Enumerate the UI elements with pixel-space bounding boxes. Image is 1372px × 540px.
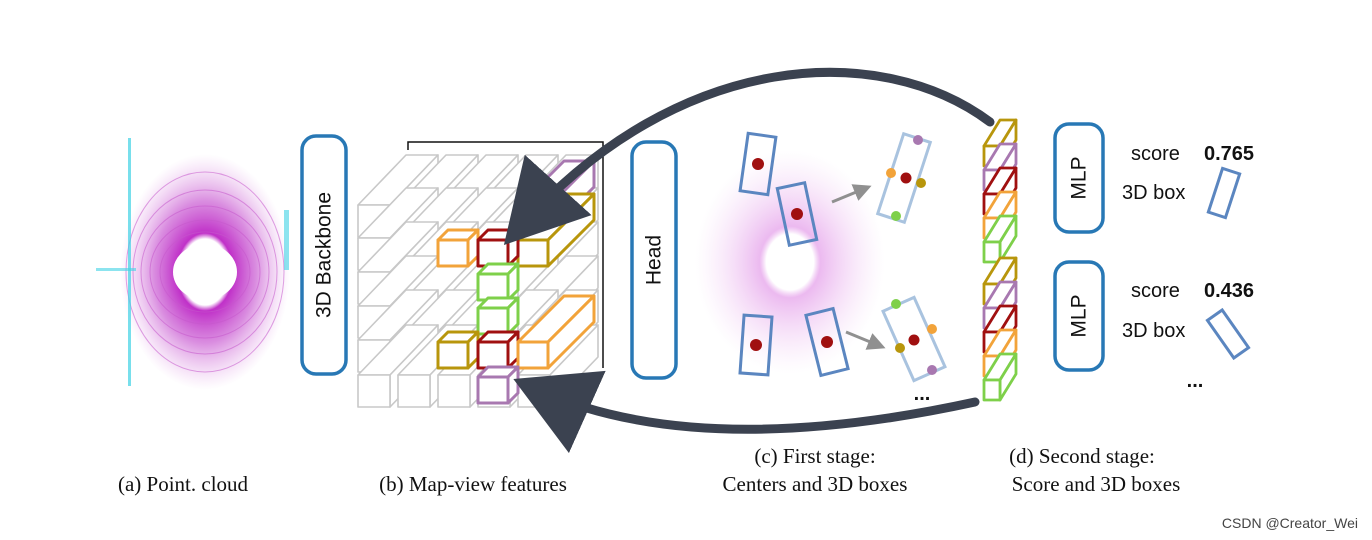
center-point	[908, 334, 920, 346]
feature-bracket	[407, 141, 604, 368]
center-point	[791, 208, 803, 220]
highlighted-feature-cell	[476, 262, 520, 302]
highlighted-feature-cell	[476, 228, 520, 268]
center-point	[752, 158, 764, 170]
point-cloud-wall-right	[284, 210, 289, 270]
output-bottom: score 0.436 3D box ...	[1122, 280, 1254, 392]
stage2-ellipsis: ...	[1187, 370, 1204, 392]
first-stage-boxes	[738, 131, 947, 383]
output-box-top	[1206, 166, 1242, 220]
feature-stack-top	[982, 118, 1018, 264]
score-word-bottom: score	[1131, 280, 1180, 302]
sample-point	[927, 365, 937, 375]
second-stage-feature-stacks	[982, 118, 1018, 402]
sample-point	[927, 324, 937, 334]
sample-point	[891, 211, 901, 221]
backbone-box	[300, 134, 348, 376]
caption-a: (a) Point. cloud	[118, 472, 249, 496]
feature-sampling-arrow-top	[503, 67, 995, 246]
first-stage-panel: ...	[695, 131, 947, 405]
detection-box	[804, 306, 850, 378]
mlp-top-box	[1053, 122, 1105, 234]
refine-arrow-top	[831, 184, 872, 204]
refine-arrow-bottom	[845, 330, 886, 350]
head-block: Head	[630, 140, 678, 380]
mlp-bottom-box	[1053, 260, 1105, 372]
sample-point	[913, 135, 923, 145]
point-cloud-ego-hole	[173, 244, 237, 300]
watermark: CSDN @Creator_Wei	[1222, 515, 1358, 531]
sample-point	[891, 299, 901, 309]
sample-point	[895, 343, 905, 353]
output-top: score 0.765 3D box	[1122, 143, 1254, 220]
caption-d-line1: (d) Second stage:	[1009, 444, 1155, 468]
output-box-bottom	[1205, 307, 1251, 361]
mlp-bottom-label: MLP	[1068, 294, 1091, 337]
head-box	[630, 140, 678, 380]
highlighted-feature-cell	[476, 365, 520, 405]
stacked-feature	[982, 214, 1018, 264]
caption-c-line2: Centers and 3D boxes	[723, 472, 908, 496]
stacked-feature	[982, 352, 1018, 402]
point-cloud-scanlines	[125, 171, 285, 373]
detection-box	[738, 313, 774, 377]
score-value-top: 0.765	[1204, 143, 1254, 165]
score-value-bottom: 0.436	[1204, 280, 1254, 302]
point-cloud-panel	[96, 138, 290, 390]
highlighted-feature-cell	[436, 330, 480, 370]
highlighted-feature-cell	[476, 296, 520, 336]
score-word-top: score	[1131, 143, 1180, 165]
box-word-bottom: 3D box	[1122, 320, 1185, 342]
highlighted-feature-cell	[476, 330, 520, 370]
center-point	[750, 339, 762, 351]
mlp-top-block: MLP	[1053, 122, 1105, 234]
highlighted-feature-cell	[436, 228, 480, 268]
sample-point	[886, 168, 896, 178]
box-word-top: 3D box	[1122, 182, 1185, 204]
caption-d-line2: Score and 3D boxes	[1012, 472, 1181, 496]
point-cloud-street	[96, 268, 136, 271]
first-stage-point-cloud	[695, 150, 885, 374]
center-point	[821, 336, 833, 348]
caption-b: (b) Map-view features	[379, 472, 567, 496]
stage1-ellipsis: ...	[914, 383, 931, 405]
highlighted-feature-cell	[516, 294, 596, 370]
feature-sampling-arrow-bottom	[513, 370, 980, 454]
mlp-bottom-block: MLP	[1053, 260, 1105, 372]
backbone-block: 3D Backbone	[300, 134, 348, 376]
detection-box	[775, 180, 819, 248]
caption-c-line1: (c) First stage:	[754, 444, 875, 468]
mlp-top-label: MLP	[1068, 156, 1091, 199]
point-cloud-wall-left	[128, 138, 131, 386]
detection-box	[738, 131, 778, 197]
head-label: Head	[643, 235, 666, 285]
feature-stack-bottom	[982, 256, 1018, 402]
backbone-label: 3D Backbone	[313, 192, 336, 318]
center-point	[900, 172, 912, 184]
map-view-feature-grid	[357, 154, 599, 408]
sample-point	[916, 178, 926, 188]
